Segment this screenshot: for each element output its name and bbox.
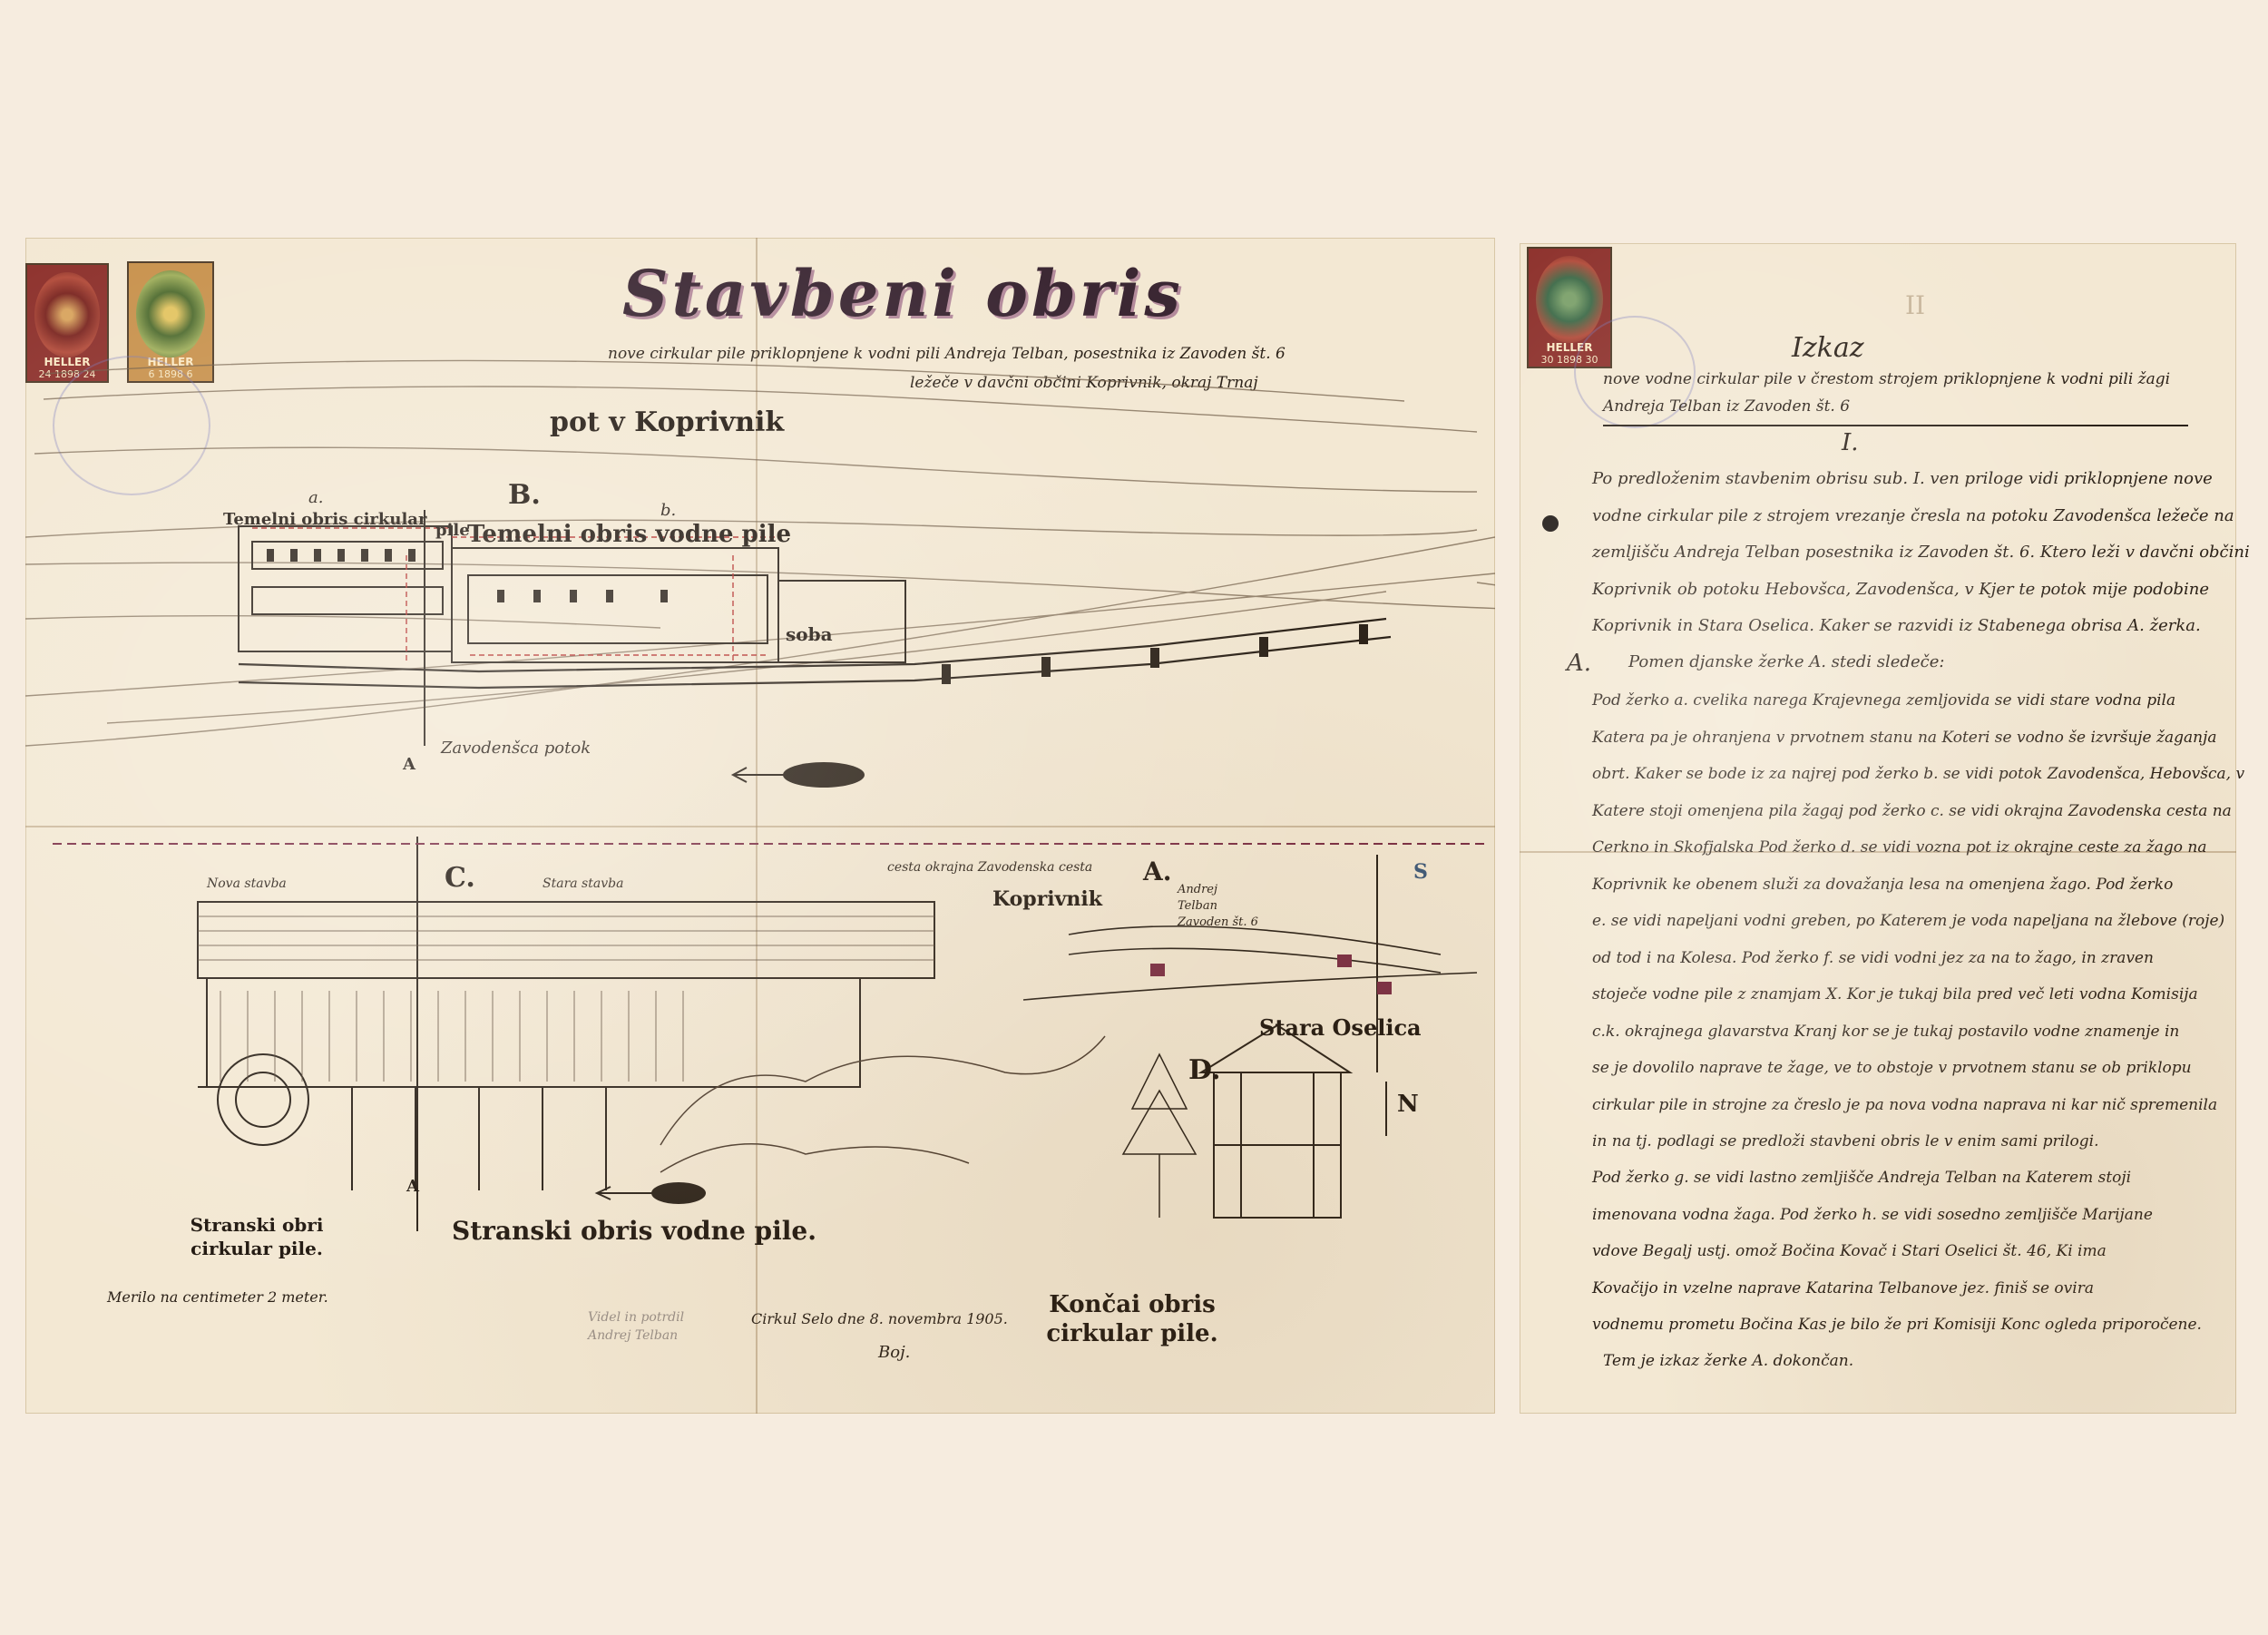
rule	[1603, 425, 2188, 426]
section-letter: A.	[1143, 857, 1172, 886]
drawing-note: Stara stavba	[543, 876, 624, 891]
stream-label: Zavodenšca potok	[441, 739, 591, 758]
section-letter: C.	[445, 862, 475, 894]
section-heading: Temelni obris vodne pile	[467, 521, 792, 548]
place-date: Cirkul Selo dne 8. novembra 1905.	[751, 1310, 1008, 1327]
section-heading: Končai obris cirkular pile.	[1046, 1291, 1218, 1347]
map-place-label: Stara Oselica	[1259, 1014, 1422, 1041]
official-seal	[1574, 316, 1696, 428]
section-heading: Stranski obri cirkular pile.	[190, 1214, 324, 1259]
construction-plan-sheet: HELLER 24 1898 24 HELLER 6 1898 6 Stavbe…	[25, 238, 1495, 1414]
report-paragraph: Pod žerko a. cvelika narega Krajevnega z…	[1592, 691, 2245, 1150]
north-label: N	[1397, 1091, 1419, 1118]
report-paragraph: Pod žerko g. se vidi lastno zemljišče An…	[1592, 1169, 2202, 1334]
fold-line	[25, 826, 1495, 827]
marker-label: a.	[308, 488, 324, 507]
punch-hole	[1542, 515, 1559, 532]
report-paragraph: Tem je izkaz žerke A. dokončan.	[1603, 1352, 1854, 1370]
stamp-emblem-icon	[136, 270, 205, 357]
page-number: II	[1905, 290, 1926, 320]
plan-subtitle: nove cirkular pile priklopnjene k vodni …	[608, 345, 1286, 363]
report-paragraph: Po predloženim stavbenim obrisu sub. I. …	[1592, 469, 2250, 635]
report-intro: Andreja Telban iz Zavoden št. 6	[1603, 397, 1851, 416]
report-sheet: HELLER 30 1898 30 II Izkaz nove vodne ci…	[1520, 243, 2250, 1414]
south-label: S	[1413, 860, 1428, 884]
plan-subtitle: ležeče v davčni občini Koprivnik, okraj …	[910, 374, 1258, 392]
stamp-emblem-icon	[1536, 256, 1603, 343]
official-seal	[53, 356, 210, 495]
scale-note: Merilo na centimeter 2 meter.	[107, 1288, 328, 1306]
axis-label: A	[406, 1177, 419, 1196]
report-heading: Izkaz	[1792, 332, 1864, 364]
technical-drawing	[25, 359, 1495, 1231]
section-heading: pile	[435, 521, 470, 540]
map-place-label: Koprivnik	[992, 887, 1103, 911]
marker-label: b.	[660, 501, 677, 520]
report-intro: nove vodne cirkular pile v črestom stroj…	[1603, 370, 2171, 388]
room-label: soba	[786, 623, 833, 645]
stamp-label: HELLER	[44, 356, 91, 368]
revenue-stamp: HELLER 6 1898 6	[127, 261, 214, 383]
section-letter: D.	[1188, 1054, 1221, 1086]
plan-title: Stavbeni obris	[622, 256, 1184, 331]
report-paragraph: Pomen djanske žerke A. stedi sledeče:	[1628, 652, 1945, 671]
signature: Boj.	[878, 1343, 911, 1362]
section-letter: B.	[508, 479, 541, 511]
section-heading: Stranski obris vodne pile.	[452, 1216, 816, 1246]
approval-note: Videl in potrdil Andrej Telban	[588, 1310, 685, 1343]
section-mark: I.	[1842, 429, 1859, 456]
margin-mark: A.	[1567, 650, 1592, 677]
section-heading: Temelni obris cirkular	[223, 510, 427, 529]
map-note: Andrej Telban Zavoden št. 6	[1178, 883, 1258, 929]
map-note: cesta okrajna Zavodenska cesta	[887, 860, 1093, 875]
stamp-emblem-icon	[34, 272, 100, 357]
fold-line	[756, 238, 758, 1414]
axis-label: A	[403, 755, 415, 774]
fold-line	[1520, 851, 2236, 853]
drawing-note: Nova stavba	[207, 876, 287, 891]
road-label: pot v Koprivnik	[550, 406, 785, 438]
